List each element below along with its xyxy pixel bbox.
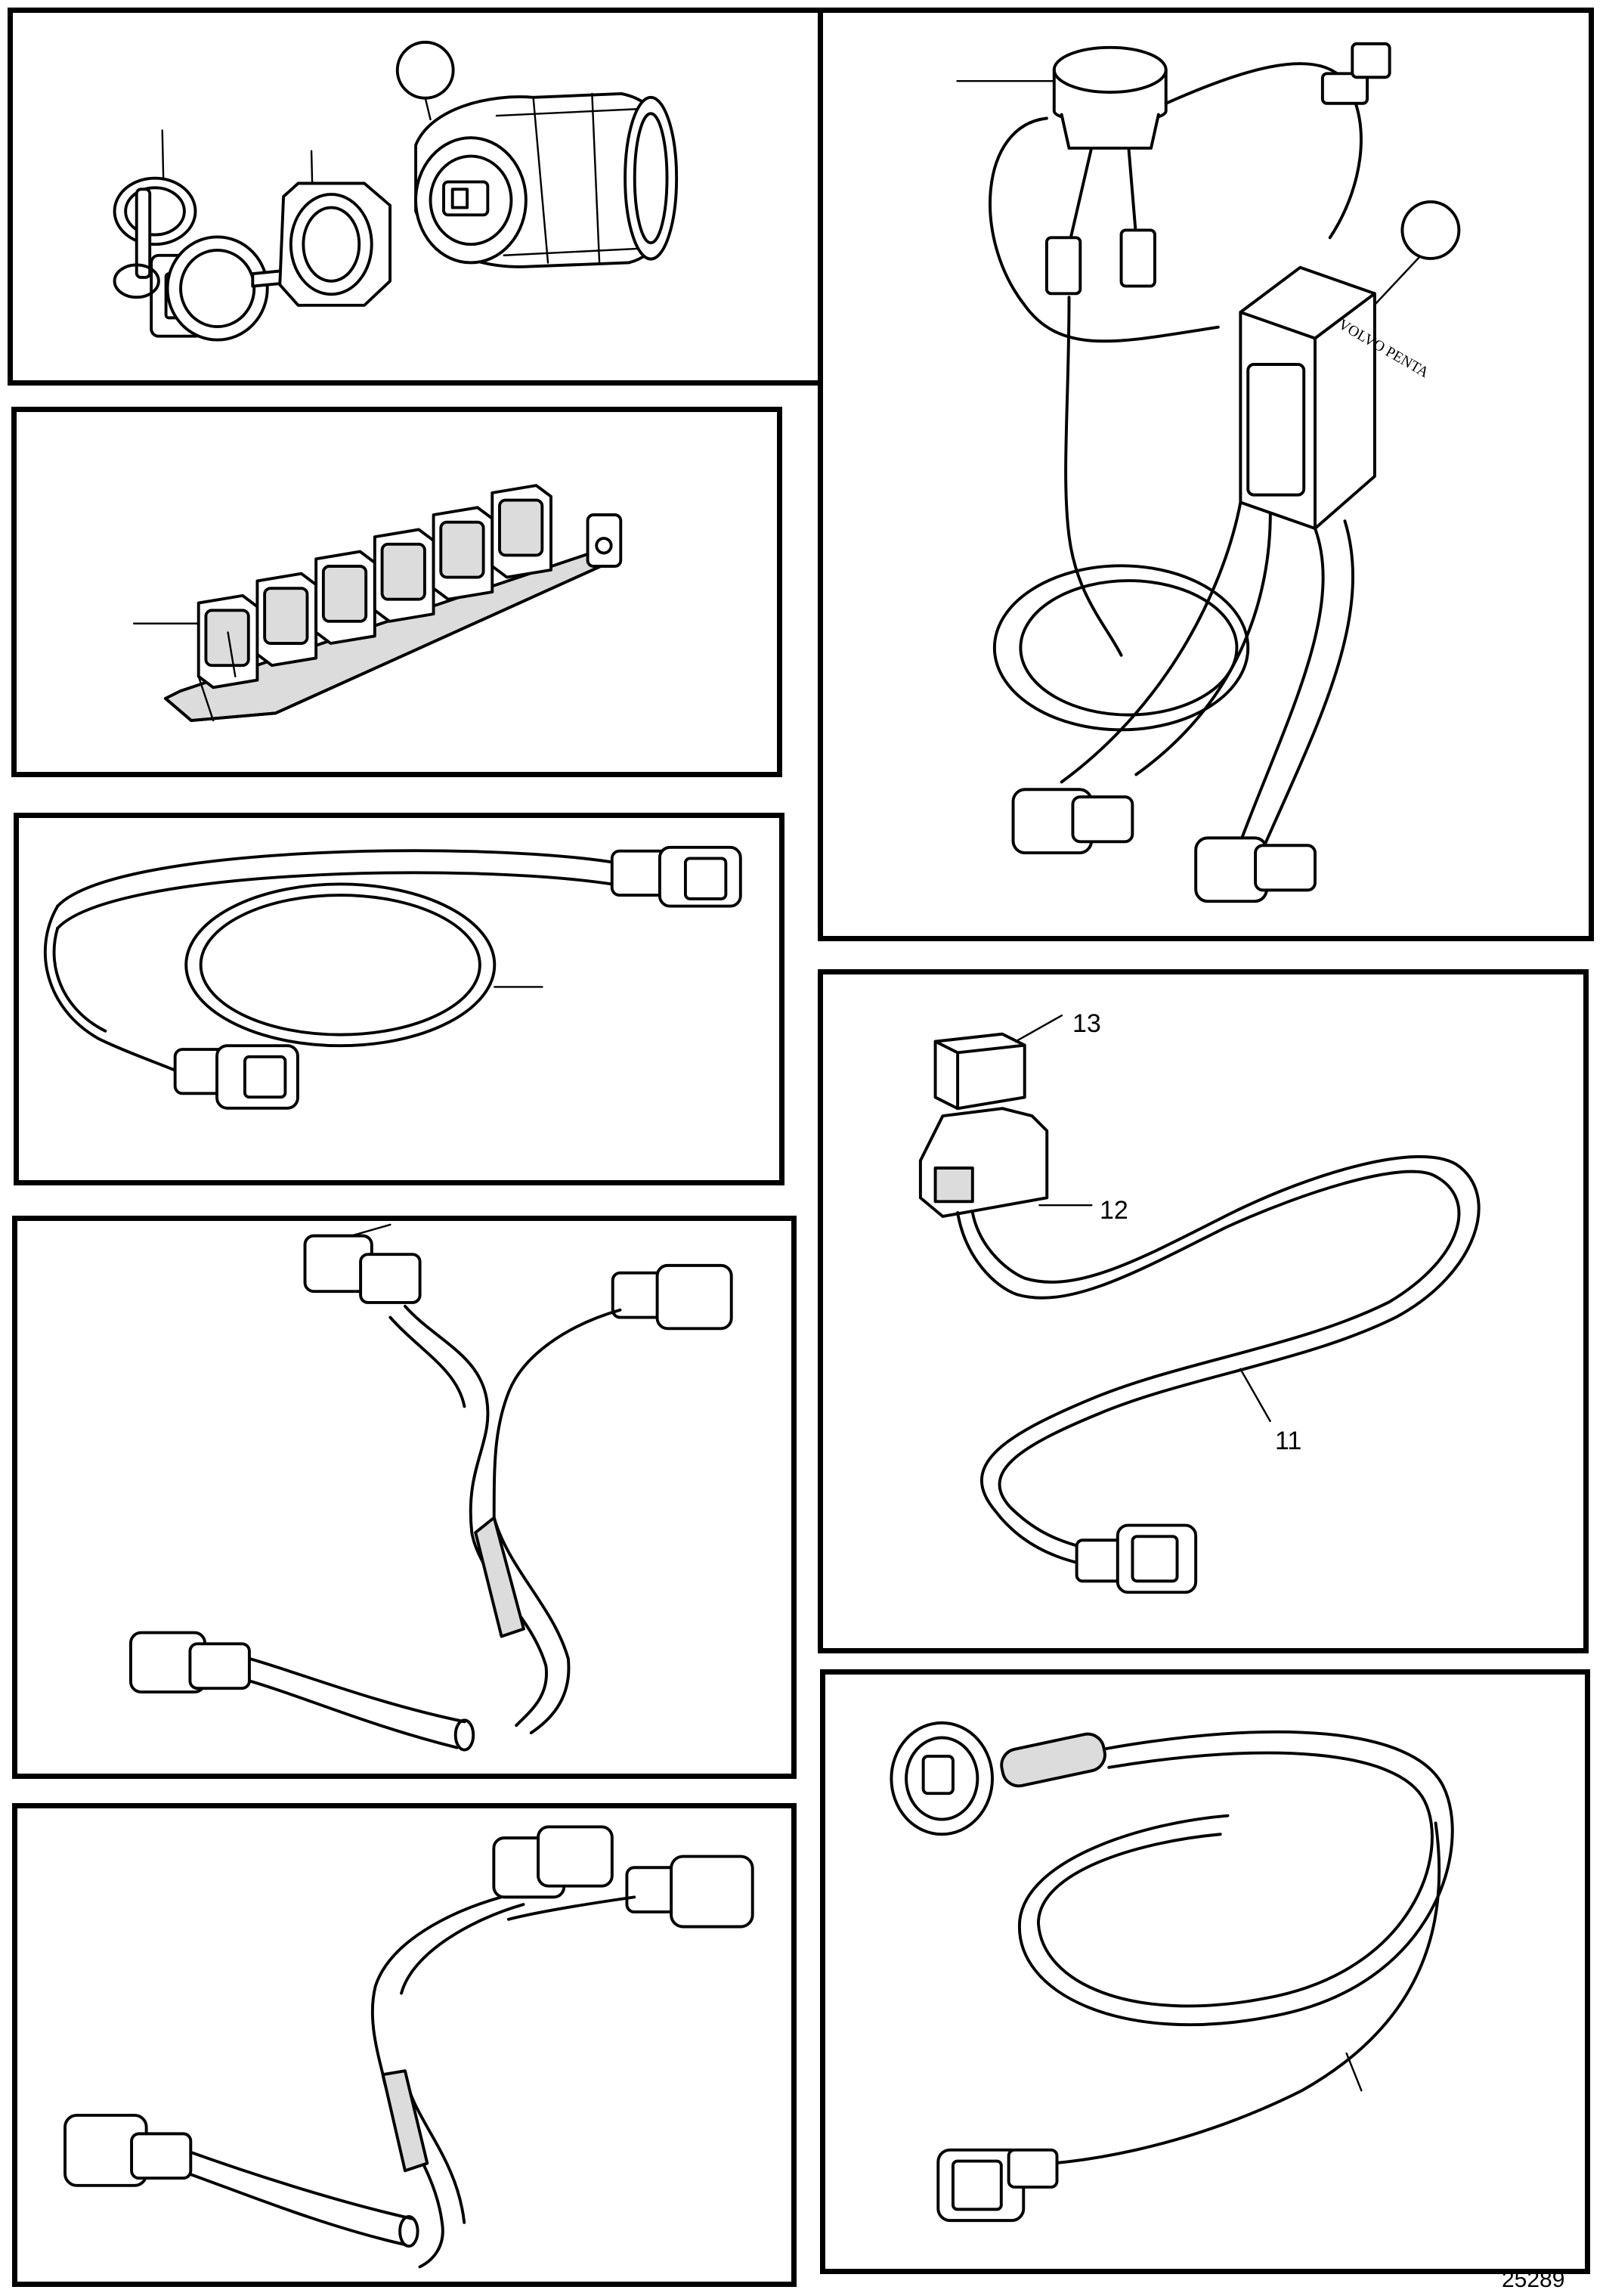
alarm-unit-drawing: VOLVO PENTA <box>956 42 1461 903</box>
panel-relay-kit: 13 12 11 <box>818 969 1589 1653</box>
panel-connector-block <box>11 407 782 777</box>
y-split-cable-a-drawing <box>128 1223 733 1752</box>
connector-block-drawing <box>133 484 623 722</box>
panel-ignition-switch <box>8 8 828 386</box>
callout-12: 12 <box>1100 1196 1128 1225</box>
figure-number: 25289 <box>1502 2267 1565 2292</box>
ignition-cable-drawing <box>890 1721 1454 2223</box>
connector-housing-group <box>197 484 552 689</box>
panel-alarm-unit: VOLVO PENTA <box>818 8 1594 941</box>
ignition-switch-drawing <box>113 40 679 342</box>
panel-ignition-cable <box>820 1669 1590 2274</box>
y-split-cable-b-drawing <box>63 1825 754 2269</box>
callout-11: 11 <box>1275 1427 1302 1455</box>
extension-cable-drawing <box>43 845 742 1110</box>
panel-extension-cable <box>14 813 784 1185</box>
panel-y-split-cable-b <box>12 1803 797 2287</box>
panel-y-split-cable-a <box>12 1216 797 1779</box>
relay-kit-drawing <box>918 1014 1481 1594</box>
callout-13: 13 <box>1072 1009 1101 1038</box>
